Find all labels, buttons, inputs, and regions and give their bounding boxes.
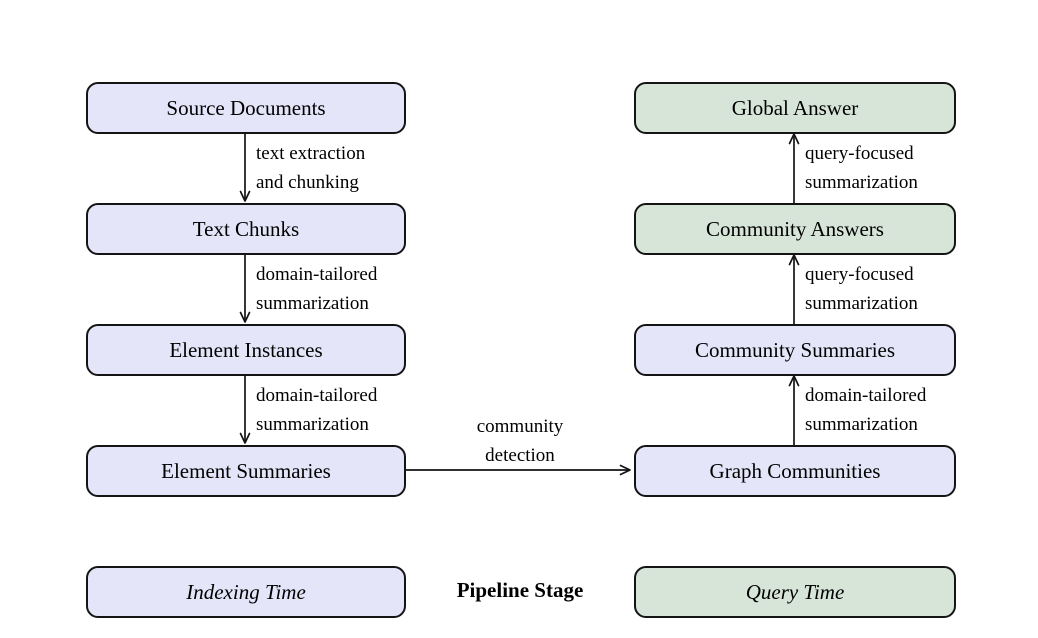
edge-label-line: and chunking: [256, 172, 359, 193]
arrow-instances-to-summaries: [239, 373, 251, 444]
edge-label-line: summarization: [805, 172, 918, 193]
arrow-communities-to-summaries: [788, 375, 800, 446]
node-graph-communities: Graph Communities: [634, 445, 956, 497]
edge-label-line: community: [476, 416, 564, 437]
node-label: Source Documents: [166, 95, 326, 120]
node-element-instances: Element Instances: [86, 324, 406, 376]
node-label: Community Summaries: [694, 337, 896, 362]
node-global-answer: Global Answer: [634, 82, 956, 134]
edge-label-line: summarization: [256, 414, 369, 435]
node-label: Text Chunks: [192, 216, 300, 241]
edge-label-line: domain-tailored: [256, 385, 378, 406]
legend-label: Indexing Time: [186, 579, 306, 604]
edge-label-domain-summarization-2: domain-tailored summarization: [256, 381, 377, 439]
legend-query-time: Query Time: [634, 566, 956, 618]
arrow-source-to-chunks: [239, 131, 251, 202]
node-label: Element Summaries: [161, 458, 331, 483]
edge-label-community-detection: community detection: [420, 412, 620, 470]
edge-label-domain-summarization-1: domain-tailored summarization: [256, 260, 377, 318]
edge-label-line: query-focused: [805, 264, 914, 285]
node-label: Community Answers: [706, 216, 884, 241]
legend-indexing-time: Indexing Time: [86, 566, 406, 618]
node-community-summaries: Community Summaries: [634, 324, 956, 376]
edge-label-query-summarization-1: query-focused summarization: [805, 260, 918, 318]
edge-label-line: domain-tailored: [805, 385, 927, 406]
legend-pipeline-stage: Pipeline Stage: [456, 578, 584, 602]
edge-label-line: detection: [485, 445, 555, 466]
arrow-summaries-to-answers: [788, 254, 800, 325]
node-text-chunks: Text Chunks: [86, 203, 406, 255]
edge-label-line: summarization: [805, 293, 918, 314]
edge-label-line: summarization: [256, 293, 369, 314]
node-community-answers: Community Answers: [634, 203, 956, 255]
edge-label-line: summarization: [805, 414, 918, 435]
edge-label-line: domain-tailored: [256, 264, 378, 285]
edge-label-line: text extraction: [256, 143, 366, 164]
arrow-answers-to-global: [788, 133, 800, 204]
node-label: Element Instances: [169, 337, 323, 362]
node-label: Global Answer: [731, 95, 859, 120]
edge-label-query-summarization-2: query-focused summarization: [805, 139, 918, 197]
legend-label: Query Time: [745, 579, 845, 604]
edge-label-line: query-focused: [805, 143, 914, 164]
edge-label-domain-summarization-3: domain-tailored summarization: [805, 381, 926, 439]
edge-label-text-extraction: text extraction and chunking: [256, 139, 365, 197]
node-label: Graph Communities: [709, 458, 881, 483]
node-element-summaries: Element Summaries: [86, 445, 406, 497]
node-source-documents: Source Documents: [86, 82, 406, 134]
arrow-chunks-to-instances: [239, 252, 251, 323]
